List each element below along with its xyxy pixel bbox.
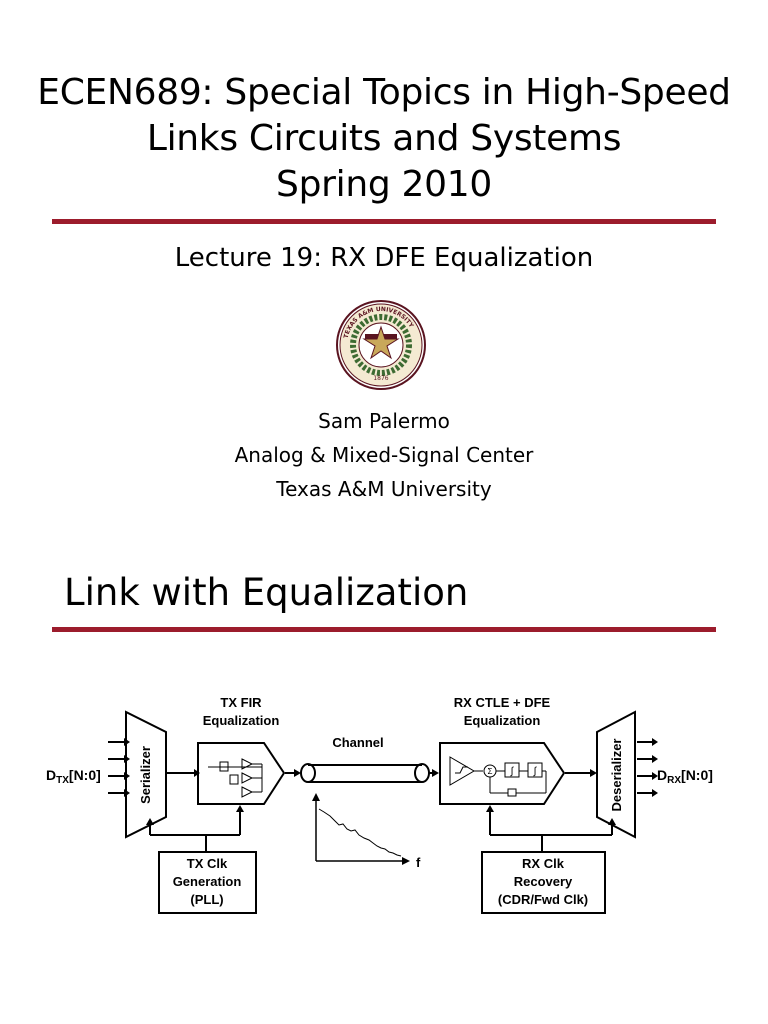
dfe-slicer-1-symbol: ∫	[510, 766, 515, 777]
dfe-slicer-2-symbol: ∫	[533, 766, 538, 777]
dfe-slicer-2	[527, 762, 543, 778]
channel-end-left	[300, 763, 316, 783]
rx-eq-label-1: RX CTLE + DFE	[454, 695, 551, 710]
course-title-line-2: Links Circuits and Systems	[146, 118, 622, 159]
lecture-title: Lecture 19: RX DFE Equalization	[174, 243, 594, 273]
tx-fir-driver-1	[241, 758, 254, 770]
course-title-line-1: ECEN689: Special Topics in High-Speed	[37, 72, 731, 113]
channel-end-right	[414, 763, 430, 783]
rx-clk-label-1: RX Clk	[522, 856, 565, 871]
tx-clk-label-3: (PLL)	[190, 892, 223, 907]
slide-title-rule	[52, 627, 716, 632]
author-block: Sam Palermo Analog & Mixed-Signal Center…	[0, 404, 768, 506]
dfe-summer-symbol: Σ	[488, 767, 493, 776]
freq-axis-label: f	[416, 855, 421, 870]
tx-clk-label-2: Generation	[173, 874, 242, 889]
channel-label: Channel	[332, 735, 383, 750]
dtx-input-label: DTX[N:0]	[46, 767, 101, 786]
dfe-tap-1	[507, 788, 517, 797]
deserializer-label: Deserializer	[609, 739, 624, 812]
link-equalization-diagram: Σ ∫ ∫ f TX FIR Equalization Channel RX C…	[46, 695, 713, 914]
tx-clk-label-1: TX Clk	[187, 856, 228, 871]
title-divider-rule	[52, 219, 716, 224]
course-title: ECEN689: Special Topics in High-Speed Li…	[0, 70, 768, 208]
rx-equalizer-block	[439, 742, 566, 805]
university-seal-logo: TEXAS A&M UNIVERSITY 1876	[336, 300, 426, 390]
tx-fir-delay-2	[229, 774, 239, 785]
tx-clk-box	[158, 851, 257, 914]
slide-title: Link with Equalization	[64, 571, 469, 614]
course-title-line-3: Spring 2010	[276, 164, 492, 205]
author-center: Analog & Mixed-Signal Center	[234, 443, 534, 467]
deserializer-block	[596, 710, 636, 839]
tx-fir-label-1: TX FIR	[220, 695, 262, 710]
tx-fir-block	[197, 742, 286, 805]
tx-fir-label-2: Equalization	[203, 713, 280, 728]
author-name: Sam Palermo	[318, 409, 450, 433]
serializer-label: Serializer	[138, 746, 153, 804]
tx-fir-driver-3	[241, 786, 254, 798]
rx-eq-label-2: Equalization	[464, 713, 541, 728]
rx-clk-label-3: (CDR/Fwd Clk)	[498, 892, 588, 907]
author-university: Texas A&M University	[276, 477, 492, 501]
drx-output-label: DRX[N:0]	[657, 767, 713, 786]
ctle-amplifier	[449, 756, 475, 786]
dfe-slicer-1	[504, 762, 520, 778]
seal-year: 1876	[373, 375, 388, 382]
channel-response-curve	[318, 808, 402, 857]
rx-clk-label-2: Recovery	[514, 874, 573, 889]
tx-fir-driver-2	[241, 772, 254, 784]
rx-clk-box	[481, 851, 606, 914]
tx-fir-delay-1	[219, 761, 229, 772]
